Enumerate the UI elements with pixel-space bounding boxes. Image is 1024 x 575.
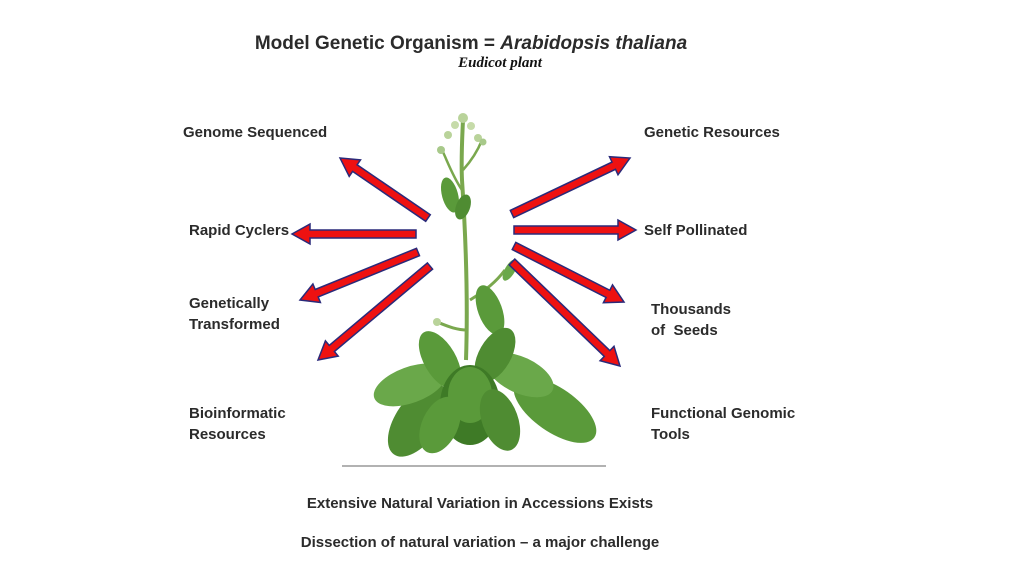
arrow-functional-genomic-tools bbox=[508, 258, 622, 368]
label-genetically-transformed-line1: Genetically bbox=[189, 295, 270, 312]
arrow-self-pollinated bbox=[513, 218, 638, 242]
bottom-line-2: Dissection of natural variation – a majo… bbox=[300, 534, 660, 551]
label-genetic-resources: Genetic Resources bbox=[644, 122, 780, 143]
page-title: Model Genetic Organism = Arabidopsis tha… bbox=[0, 33, 942, 55]
arrow-genome-sequenced bbox=[338, 157, 432, 223]
plant-icon bbox=[373, 113, 597, 457]
bottom-line-1: Extensive Natural Variation in Accession… bbox=[306, 495, 654, 512]
label-thousands-of-seeds-line2: of Seeds bbox=[651, 322, 718, 339]
label-genetically-transformed: Genetically Transformed bbox=[189, 293, 280, 335]
arrow-thousands-of-seeds bbox=[511, 241, 626, 304]
label-genome-sequenced: Genome Sequenced bbox=[183, 122, 327, 143]
arrow-rapid-cyclers bbox=[290, 222, 417, 246]
label-thousands-of-seeds: Thousands of Seeds bbox=[651, 299, 731, 341]
label-rapid-cyclers-text: Rapid Cyclers bbox=[189, 222, 290, 239]
label-bioinformatic-resources-line1: Bioinformatic bbox=[189, 405, 286, 422]
label-bioinformatic-resources: Bioinformatic Resources bbox=[189, 403, 286, 445]
label-self-pollinated: Self Pollinated bbox=[644, 220, 747, 241]
label-self-pollinated-text: Self Pollinated bbox=[644, 222, 748, 239]
label-functional-genomic-tools-line2: Tools bbox=[651, 426, 690, 443]
page-subtitle: Eudicot plant bbox=[458, 55, 542, 71]
label-functional-genomic-tools: Functional Genomic Tools bbox=[651, 403, 795, 445]
label-thousands-of-seeds-line1: Thousands bbox=[651, 301, 732, 318]
label-functional-genomic-tools-line1: Functional Genomic bbox=[651, 405, 796, 422]
label-genetic-resources-text: Genetic Resources bbox=[644, 124, 780, 141]
arrow-genetically-transformed bbox=[298, 247, 421, 304]
label-bioinformatic-resources-line2: Resources bbox=[189, 426, 266, 443]
arrow-group bbox=[290, 155, 638, 368]
title-species: Arabidopsis thaliana bbox=[500, 33, 688, 54]
arrow-genetic-resources bbox=[509, 155, 632, 219]
label-rapid-cyclers: Rapid Cyclers bbox=[189, 220, 289, 241]
label-genome-sequenced-text: Genome Sequenced bbox=[183, 124, 328, 141]
title-main: Model Genetic Organism = bbox=[254, 33, 501, 54]
arrow-bioinformatic-resources bbox=[316, 261, 434, 361]
label-genetically-transformed-line2: Transformed bbox=[189, 316, 280, 333]
